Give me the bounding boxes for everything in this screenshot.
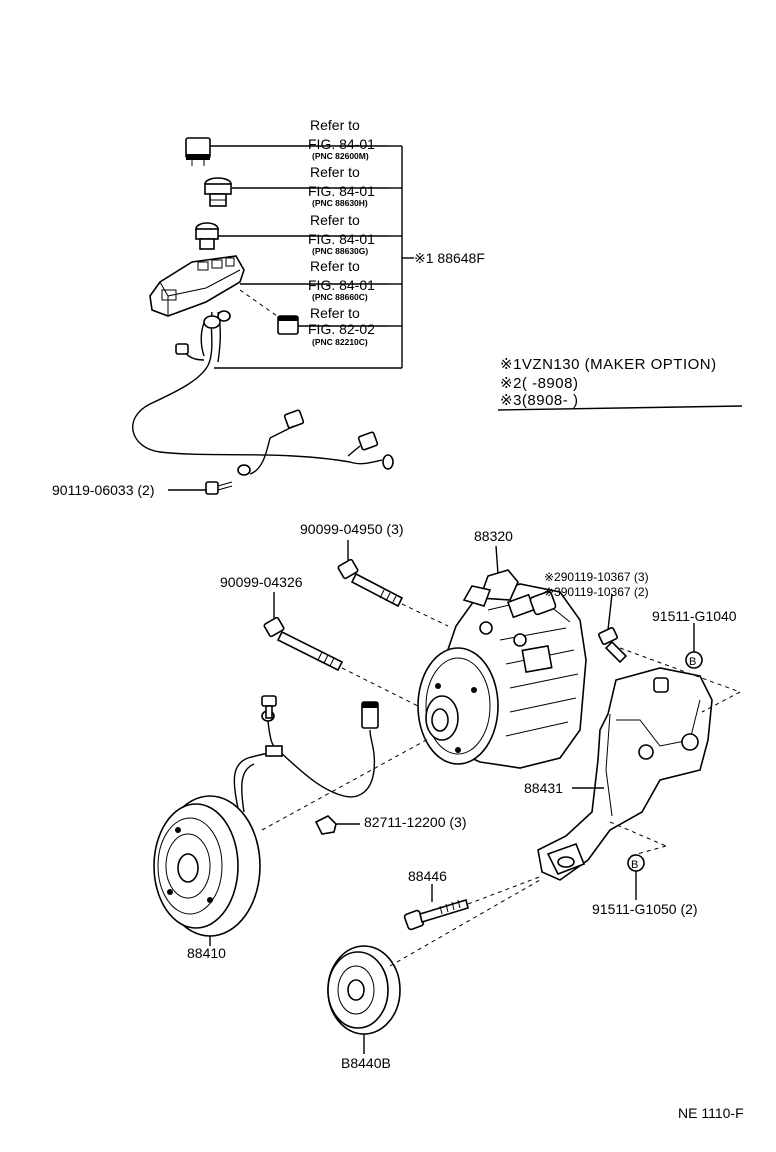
wire-harness-icon xyxy=(132,310,394,476)
part-label-90119-10367-b: ※390119-10367 (2) xyxy=(544,585,649,599)
part-label-88320: 88320 xyxy=(474,528,513,544)
clutch-lead-wire-icon xyxy=(233,701,431,831)
figure-code: NE 1110-F xyxy=(678,1105,744,1121)
compressor-bracket-88431-icon xyxy=(537,647,741,881)
note-3: ※3(8908- ) xyxy=(500,392,578,409)
temperature-sensor-icon xyxy=(195,222,219,250)
refer-text: Refer to xyxy=(310,212,360,228)
refer-fig: FIG. 82-02 xyxy=(308,321,375,337)
refer-pnc: (PNC 88630G) xyxy=(312,246,368,256)
pressure-sensor-icon xyxy=(204,177,232,207)
refer-label-5: Refer to FIG. 82-02 (PNC 82210C) xyxy=(308,305,375,347)
leader-88320 xyxy=(495,545,499,575)
marker-b-text: B xyxy=(689,656,696,668)
refer-label-1: Refer to FIG. 84-01 (PNC 82600M) xyxy=(308,117,375,161)
option-notes: ※1VZN130 (MAKER OPTION) ※2( -8908) ※3(89… xyxy=(497,356,743,411)
part-label-88410: 88410 xyxy=(187,945,226,961)
refer-fig: FIG. 84-01 xyxy=(308,231,375,247)
magnetic-clutch-88410-icon xyxy=(153,795,261,946)
refer-fig: FIG. 84-01 xyxy=(308,277,375,293)
idler-pulley-88440B-icon xyxy=(327,879,541,1054)
switch-connector-icon xyxy=(185,137,211,166)
part-label-88446: 88446 xyxy=(408,868,447,884)
marker-b-top: B xyxy=(685,623,703,669)
refer-pnc: (PNC 82210C) xyxy=(312,337,368,347)
clutch-bolt-icon xyxy=(261,695,277,719)
marker-b-text: B xyxy=(631,859,638,871)
refer-label-4: Refer to FIG. 84-01 (PNC 88660C) xyxy=(308,258,375,302)
part-label-90119-10367-a: ※290119-10367 (3) xyxy=(544,570,649,584)
bolt-90119-06033-icon xyxy=(205,481,233,495)
note-1: ※1VZN130 (MAKER OPTION) xyxy=(500,356,717,373)
part-label-90119-06033: 90119-06033 (2) xyxy=(52,482,154,498)
group-label-88648F: ※1 88648F xyxy=(414,250,485,266)
ac-compressor-icon xyxy=(417,569,587,769)
refer-text: Refer to xyxy=(310,258,360,274)
part-label-88431: 88431 xyxy=(524,780,563,796)
refer-fig: FIG. 84-01 xyxy=(308,183,375,199)
part-label-88440B: B8440B xyxy=(341,1055,391,1071)
bolt-90119-10367-icon xyxy=(598,593,628,664)
bolt-90099-04326-icon xyxy=(263,592,419,707)
part-label-90099-04950: 90099-04950 (3) xyxy=(300,521,404,537)
marker-b-bottom: B xyxy=(627,854,645,900)
refer-text: Refer to xyxy=(310,117,360,133)
refer-text: Refer to xyxy=(310,305,360,321)
part-label-91511-G1050: 91511-G1050 (2) xyxy=(592,901,698,917)
refer-label-2: Refer to FIG. 84-01 (PNC 88630H) xyxy=(308,164,375,208)
amplifier-module-icon xyxy=(149,255,245,317)
refer-pnc: (PNC 82600M) xyxy=(312,151,369,161)
relay-connector-icon xyxy=(277,315,299,335)
refer-leaders xyxy=(168,145,414,491)
part-label-90099-04326: 90099-04326 xyxy=(220,574,303,590)
bolt-90099-04950-icon xyxy=(337,540,449,627)
refer-text: Refer to xyxy=(310,164,360,180)
refer-pnc: (PNC 88660C) xyxy=(312,292,368,302)
notes-underline xyxy=(497,405,743,411)
refer-label-3: Refer to FIG. 84-01 (PNC 88630G) xyxy=(308,212,375,256)
idler-bolt-88446-icon xyxy=(403,875,543,931)
refer-fig: FIG. 84-01 xyxy=(308,136,375,152)
refer-pnc: (PNC 88630H) xyxy=(312,198,368,208)
sensor-connector-group xyxy=(132,137,394,495)
part-label-82711-12200: 82711-12200 (3) xyxy=(364,814,466,830)
note-2: ※2( -8908) xyxy=(500,375,578,392)
wire-clip-82711-icon xyxy=(314,815,360,835)
part-label-91511-G1040: 91511-G1040 xyxy=(652,608,737,624)
